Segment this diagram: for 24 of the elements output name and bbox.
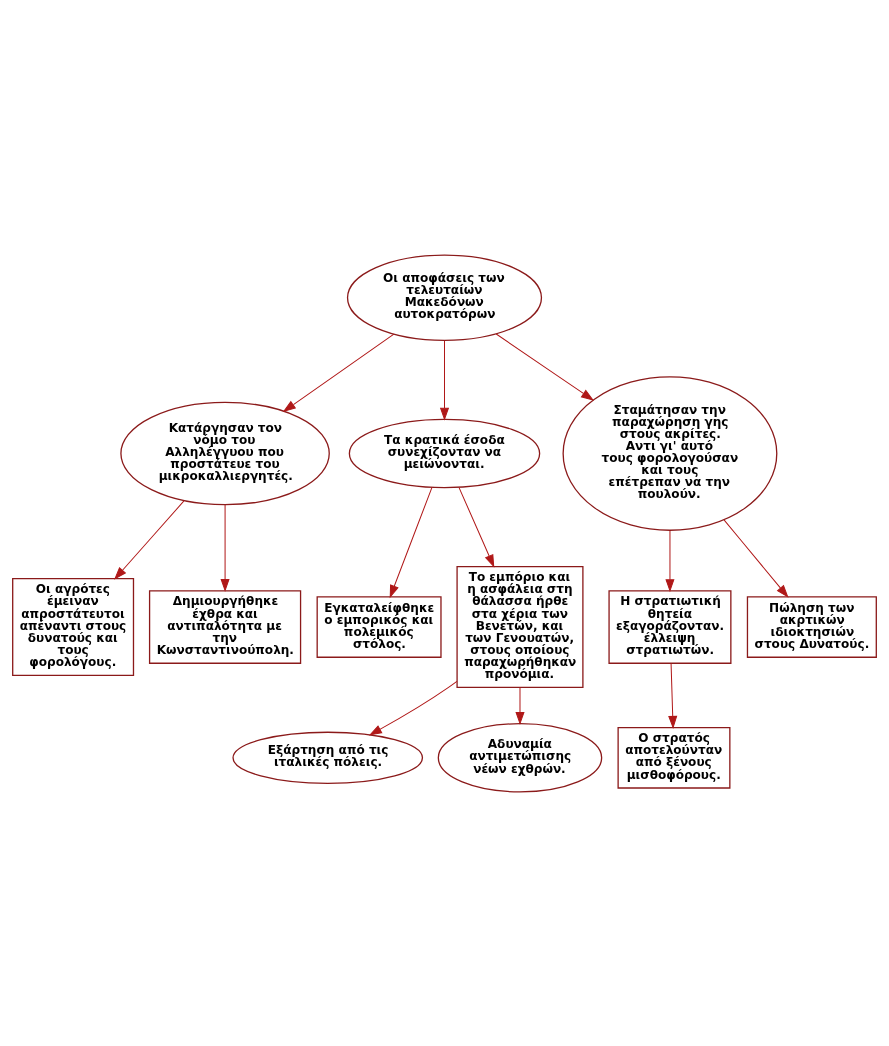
arrow (723, 518, 789, 598)
arrow (458, 486, 495, 568)
node-ellipse: Εξάρτηση από τις ιταλικές πόλεις. (232, 731, 424, 784)
arrow (114, 499, 185, 580)
node-ellipse: Τα κρατικά έσοδα συνεχίζονταν να μειώνονται. (348, 418, 541, 488)
arrow (368, 680, 458, 735)
arrow (665, 529, 675, 592)
node-box: Η στρατιωτική θητεία εξαγοράζονταν. έλλειψη στρατιωτών. (608, 589, 732, 664)
arrow (515, 686, 525, 725)
arrow (668, 662, 678, 729)
node-ellipse: Αδυναμία αντιμετώπισης νέων εχθρών. (437, 722, 603, 793)
arrow (495, 333, 595, 401)
node-box: Ο στρατός αποτελούνταν από ξένους μισθοφόρους. (617, 726, 731, 789)
arrow (220, 504, 230, 592)
node-box: Το εμπόριο και η ασφάλεια στη θάλασσα ήρθε στα χέρια των Βενετών, και των Γενουατών, στους οποίους παραχωρήθηκαν προνόμια. (456, 565, 584, 688)
node-box: Εγκαταλείφθηκε ο εμπορικός και πολεμικός στόλος. (316, 595, 442, 658)
node-box: Οι αγρότες έμειναν απροστάτευτοι απέναντι στους δυνατούς και τους φορολόγους. (12, 577, 135, 676)
arrow (389, 486, 433, 598)
node-box: Πώληση των ακρτικών ιδιοκτησιών στους Δυνατούς. (746, 595, 877, 658)
arrow (282, 333, 395, 412)
arrow (439, 339, 450, 421)
node-ellipse: Οι αποφάσεις των τελευταίων Μακεδόνων αυτοκρατόρων (346, 253, 543, 341)
node-ellipse: Σταμάτησαν την παραχώρηση γης στους ακρίτες. Αντι γι' αυτό τους φορολογούσαν και τους επέτρεπαν να την πουλούν. (562, 375, 778, 531)
node-box: Δημιουργήθηκε έχθρα και αντιπαλότητα με την Κωνσταντινούπολη. (148, 589, 302, 664)
